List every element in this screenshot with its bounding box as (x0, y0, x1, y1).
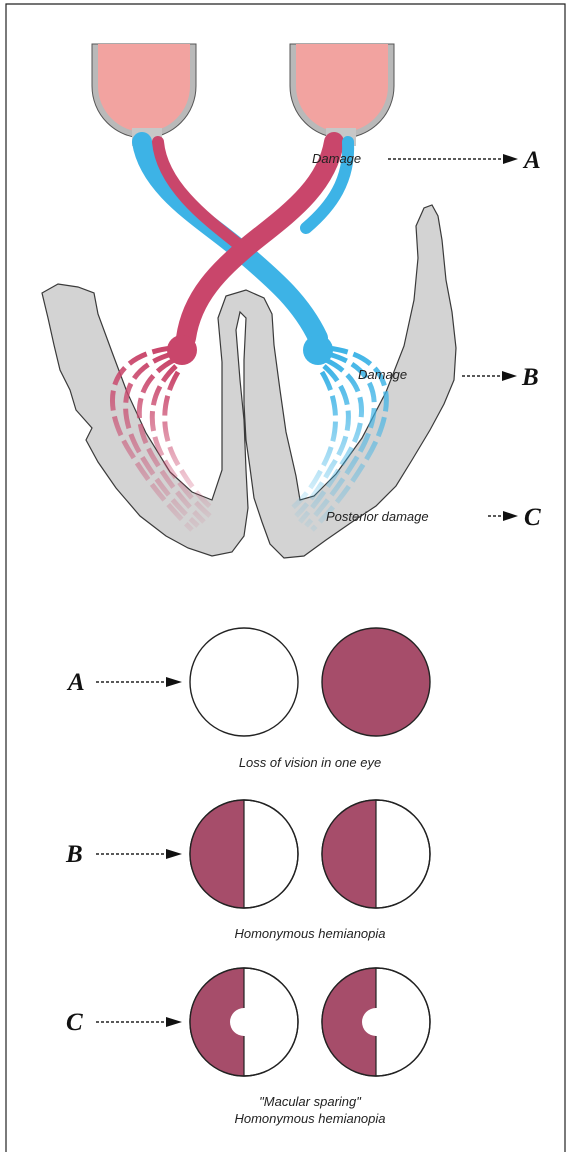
left-eye-field-a (190, 628, 298, 736)
caption-c-line-1: "Macular sparing" (259, 1094, 362, 1109)
visual-field-row-a: A Loss of vision in one eye (66, 628, 430, 770)
caption-a: Loss of vision in one eye (239, 755, 381, 770)
left-eye-field-b (190, 800, 298, 908)
damage-label-b: Damage (358, 367, 407, 382)
right-eye-field-a (322, 628, 430, 736)
left-eye (92, 44, 196, 146)
left-eye-field-c (190, 968, 298, 1076)
letter-c-top: C (524, 504, 541, 531)
caption-c-line-2: Homonymous hemianopia (234, 1111, 385, 1126)
field-letter-a: A (66, 669, 85, 696)
right-eye (290, 44, 394, 146)
right-eye-field-b (322, 800, 430, 908)
visual-field-row-b: B Homonymous hemianopia (65, 800, 430, 941)
letter-a-top: A (522, 147, 541, 174)
damage-annotation-c: Posterior damage C (326, 504, 541, 531)
caption-b: Homonymous hemianopia (234, 926, 385, 941)
right-eye-field-c (322, 968, 430, 1076)
damage-label-a: Damage (312, 151, 361, 166)
letter-b-top: B (521, 364, 539, 391)
damage-label-c: Posterior damage (326, 509, 429, 524)
visual-field-row-c: C "Macular sparing" Homonymous hemianopi… (66, 968, 430, 1126)
field-letter-b: B (65, 841, 83, 868)
field-letter-c: C (66, 1009, 83, 1036)
figure-border (6, 4, 565, 1152)
